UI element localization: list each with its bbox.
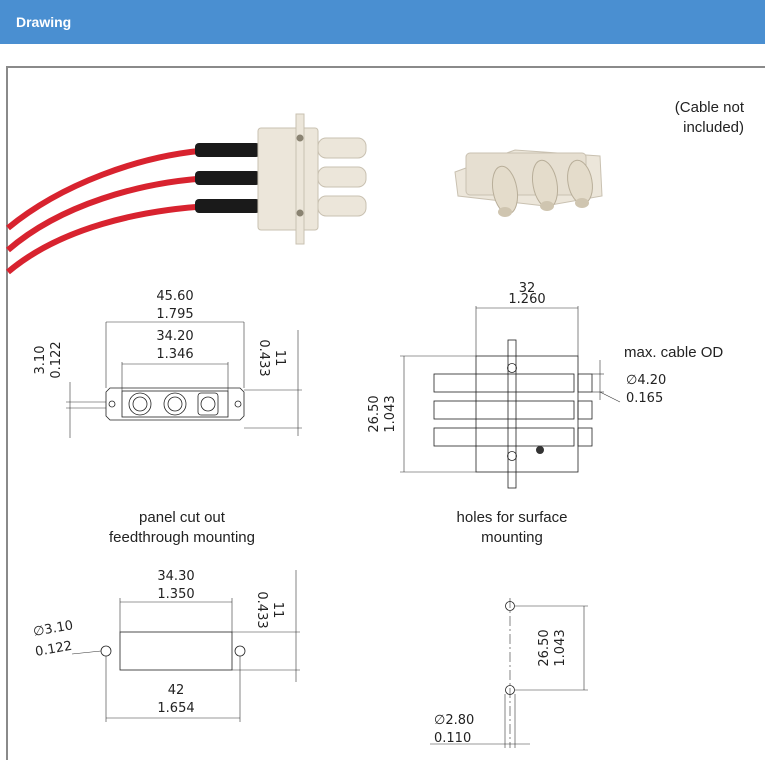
- front-height-mm: 11: [272, 350, 287, 367]
- top-od-mm: ∅4.20: [626, 373, 666, 388]
- panel-cutout-label-2: feedthrough mounting: [109, 529, 255, 546]
- cable-note-line-2: included): [683, 119, 744, 136]
- front-thick-mm: 3.10: [33, 346, 48, 375]
- surface-holes-drawing: [430, 598, 588, 748]
- cutout-pitch-in: 1.654: [157, 701, 194, 716]
- cutout-height-mm: 11: [270, 602, 285, 619]
- top-width-in: 1.260: [508, 292, 545, 307]
- cutout-width-mm: 34.30: [157, 569, 194, 584]
- top-width-mm: 32: [519, 281, 536, 296]
- connector-housing: [257, 127, 319, 231]
- holes-pitch-in: 1.043: [553, 629, 568, 666]
- section-title: Drawing: [16, 14, 72, 30]
- front-view-drawing: [66, 321, 302, 438]
- drawing-panel: [6, 66, 765, 760]
- top-height-mm: 26.50: [367, 395, 382, 432]
- cable-sleeve-2: [195, 171, 260, 185]
- cutout-pitch-mm: 42: [168, 683, 185, 698]
- cutout-width-in: 1.350: [157, 587, 194, 602]
- holes-dia-in: 0.110: [434, 731, 471, 746]
- cable-3: [6, 203, 211, 275]
- top-view-drawing: [400, 306, 621, 489]
- surface-holes-label-1: holes for surface: [457, 509, 568, 526]
- cable-1: [6, 147, 211, 231]
- holes-pitch-mm: 26.50: [537, 629, 552, 666]
- section-header: Drawing: [0, 0, 765, 44]
- cutout-hole-in: 0.122: [34, 639, 73, 660]
- connector-photo: [454, 149, 603, 217]
- front-inner-mm: 34.20: [156, 329, 193, 344]
- cable-2: [6, 175, 211, 253]
- surface-holes-label-2: mounting: [481, 529, 543, 546]
- front-width-mm: 45.60: [156, 289, 193, 304]
- cutout-hole-mm: ∅3.10: [32, 618, 74, 640]
- front-height-in: 0.433: [256, 339, 271, 376]
- top-height-in: 1.043: [383, 395, 398, 432]
- front-inner-in: 1.346: [156, 347, 193, 362]
- connector-photo-with-cables: [6, 113, 367, 275]
- panel-cutout-drawing: [71, 570, 300, 722]
- cutout-height-in: 0.433: [254, 591, 269, 628]
- top-od-in: 0.165: [626, 391, 663, 406]
- holes-dia-mm: ∅2.80: [434, 713, 474, 728]
- front-thick-in: 0.122: [49, 341, 64, 378]
- cable-note-line-1: (Cable not: [675, 99, 745, 116]
- cable-sleeve-3: [195, 199, 260, 213]
- front-width-in: 1.795: [156, 307, 193, 322]
- max-cable-label: max. cable OD: [624, 344, 723, 361]
- panel-cutout-label-1: panel cut out: [139, 509, 226, 526]
- cable-sleeve-1: [195, 143, 260, 157]
